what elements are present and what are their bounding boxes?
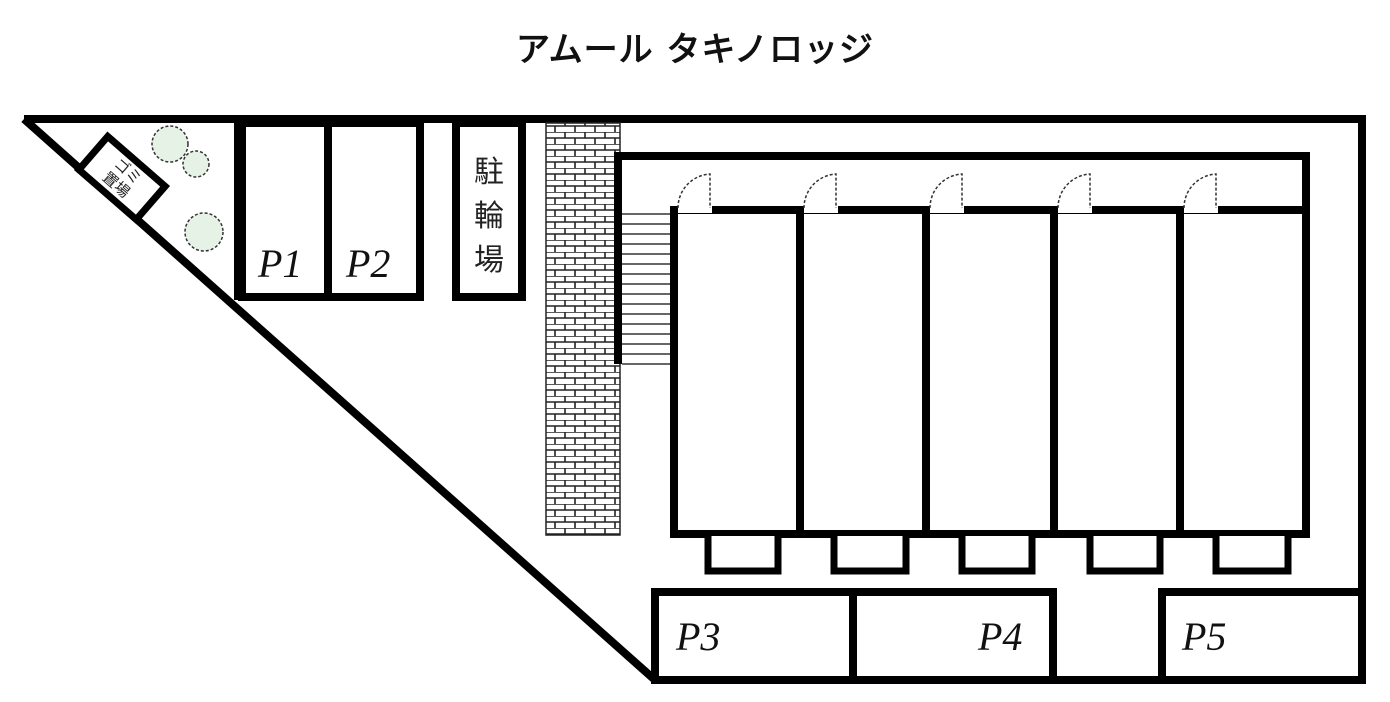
parking-p4: P4 [849, 588, 1057, 684]
tree-icon [151, 125, 224, 252]
svg-text:P3: P3 [675, 614, 720, 659]
svg-text:P2: P2 [345, 241, 390, 286]
svg-text:P4: P4 [977, 614, 1022, 659]
parking-p2: P2 [324, 119, 424, 301]
parking-p5: P5 [1158, 588, 1366, 684]
page-title: アムール タキノロッジ [515, 30, 875, 70]
svg-text:駐: 駐 [474, 155, 504, 190]
parking-p1: P1 [238, 119, 332, 301]
garbage-area: ゴミ 置場 [73, 131, 171, 225]
svg-text:P1: P1 [257, 241, 302, 286]
bicycle-parking: 駐 輪 場 [452, 119, 526, 301]
svg-text:場: 場 [474, 243, 504, 278]
parking-p3: P3 [651, 588, 857, 684]
brick-wall [545, 122, 621, 536]
building [614, 152, 1310, 575]
balcony [704, 536, 1292, 575]
svg-text:P5: P5 [1181, 614, 1226, 659]
stairs [622, 213, 672, 365]
door-icon [677, 173, 1218, 213]
svg-text:輪: 輪 [474, 199, 504, 234]
